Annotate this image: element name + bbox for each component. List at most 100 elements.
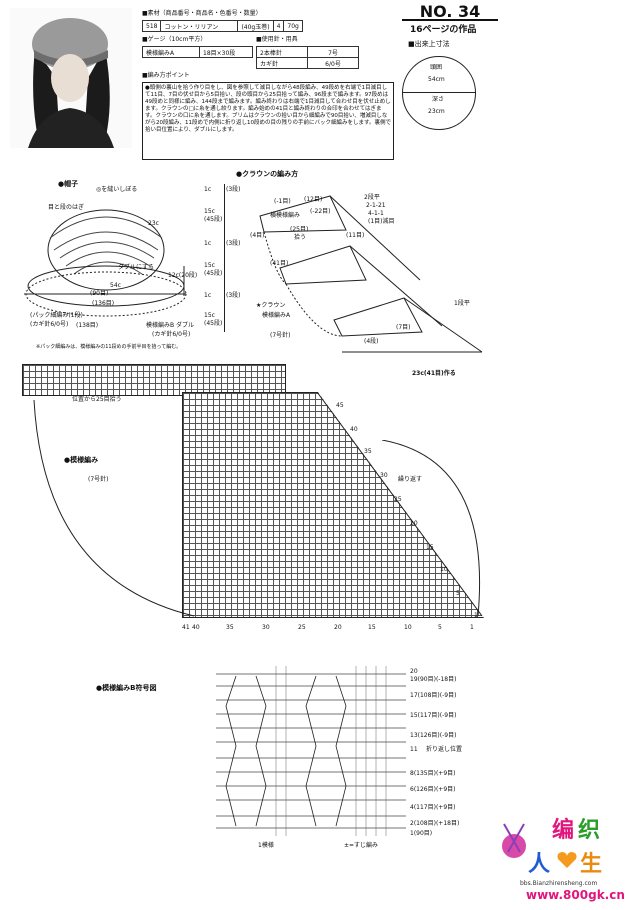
chart-b-legend: ±=すじ編み: [344, 842, 379, 849]
hat-label: 54c: [110, 282, 121, 289]
finished-size-label: ■出来上寸法: [408, 40, 450, 48]
table-cell: コットン・リリアン: [160, 20, 239, 32]
pattern-side-arc: [382, 440, 481, 617]
crown-label: (4段): [364, 338, 379, 345]
number-underline: [402, 19, 498, 21]
hat-label: 模様編みB ダブル: [146, 322, 195, 329]
hat-diagram: [24, 209, 187, 317]
gauge-label: ■ゲージ（10cm平方）: [142, 36, 207, 43]
head-circ-label: 頭囲: [430, 64, 443, 71]
table-cell: 518: [141, 20, 162, 32]
pattern-grid-top: [22, 364, 286, 396]
hat-label: (138目): [76, 322, 99, 329]
tools-label: ■使用針・用具: [256, 36, 298, 43]
points-text: ●頭側の裏山を拾う作り目をし、図を参照して減目しながら48段編み、49段めを右端…: [142, 82, 394, 160]
depth-value: 23cm: [428, 108, 445, 115]
table-cell: 模様編みA: [142, 46, 200, 58]
depth-label: 深さ: [432, 96, 445, 103]
crown-label: 横模様編み: [270, 212, 301, 219]
crown-scale: 1c (3段) 15c (45段) 1c (3段) 15c (45段) 1c (…: [204, 184, 244, 334]
crown-label: 4-1-1: [368, 210, 384, 217]
chart-b-row: 折り返し位置: [426, 746, 463, 753]
site-url[interactable]: www.800gk.cn: [526, 888, 625, 902]
materials-label: ■素材（商品番号・商品名・色番号・数量）: [142, 10, 262, 17]
table-row: 模様編みA 18目×30段: [142, 46, 253, 58]
scale-label: 15c: [204, 208, 215, 215]
table-cell: 7号: [307, 46, 359, 58]
hat-label: ダブルにする: [118, 264, 155, 271]
row-tick: 5: [456, 590, 460, 597]
table-cell: カギ針: [256, 57, 308, 69]
hat-label: ◎を縫いしぼる: [96, 186, 138, 193]
crown-label: (41目): [270, 260, 289, 267]
crown-label: (7号針): [270, 332, 291, 339]
head-circ-value: 54cm: [428, 76, 445, 83]
scale-label: 1c: [204, 292, 212, 299]
crown-label: (7目): [396, 324, 411, 331]
chart-b-row: 1(90目): [410, 830, 433, 837]
chart-b-repeat-label: 1模様: [258, 842, 274, 849]
hat-label: 23c: [148, 220, 159, 227]
logo-char: 人: [528, 852, 551, 877]
crown-label: (4目): [250, 232, 265, 239]
hat-label: 12c(20段): [168, 272, 198, 279]
table-cell: 18目×30段: [199, 46, 253, 58]
page-reference: 16ページの作品: [410, 25, 477, 35]
crown-label: (1目)減目: [368, 218, 395, 225]
row-tick: 45: [336, 402, 344, 409]
crown-label: 2-1-21: [366, 202, 386, 209]
crown-diagram: [259, 195, 483, 353]
pattern-number: NO. 34: [419, 2, 481, 21]
chart-b-diagram: [216, 666, 406, 836]
table-cell: 4: [272, 20, 285, 32]
crown-label: (11目): [346, 232, 365, 239]
table-row: 2本棒針 7号: [256, 46, 359, 58]
crown-diagram-title: ●クラウンの編み方: [236, 170, 299, 178]
row-tick: 20: [410, 520, 418, 527]
materials-table: 518 コットン・リリアン (40g玉巻) 4 70g: [141, 20, 303, 32]
hat-diagram-title: ●帽子: [58, 180, 79, 188]
logo-char: 编: [552, 818, 575, 843]
scale-label: (45段): [204, 270, 223, 277]
scale-label: 1c: [204, 240, 212, 247]
tools-table: 2本棒針 7号 カギ針 6/0号: [256, 46, 359, 69]
chart-b-row: 13(126目)(-9目): [410, 732, 457, 739]
col-tick: 25: [298, 624, 306, 631]
crown-label: 1段平: [454, 300, 470, 307]
pattern-needle: (7号針): [88, 476, 109, 483]
scale-label: 15c: [204, 312, 215, 319]
chart-b-row: 19(90目)(-18目): [410, 676, 457, 683]
pickup-note: 位置から25目拾う: [72, 396, 122, 403]
col-tick: 35: [226, 624, 234, 631]
chart-b-row: 15(117目)(-9目): [410, 712, 457, 719]
crown-label: 2段平: [364, 194, 380, 201]
logo-char: 织: [578, 818, 601, 843]
crown-label: ★クラウン: [256, 302, 286, 309]
hat-label: (カギ針6/0号): [152, 331, 191, 338]
crown-label: (-1目): [274, 198, 291, 205]
crown-label: 拾う: [294, 234, 307, 241]
hat-label: (136目): [92, 300, 115, 307]
chart-b-row: 17(108目)(-9目): [410, 692, 457, 699]
hat-label: (パック細編み(1段): [30, 312, 83, 319]
scale-label: 15c: [204, 262, 215, 269]
col-tick: 1: [470, 624, 474, 631]
col-tick: 30: [262, 624, 270, 631]
row-tick: 25: [394, 496, 402, 503]
scale-label: (3段): [226, 240, 241, 247]
table-row: カギ針 6/0号: [256, 57, 359, 69]
col-tick: 15: [368, 624, 376, 631]
logo-char: 生: [580, 852, 603, 877]
circle-divider: [402, 92, 476, 93]
pattern-title: ●模様編み: [64, 456, 99, 464]
scale-label: (3段): [226, 292, 241, 299]
site-forum[interactable]: bbs.Bianzhirensheng.com: [520, 880, 598, 887]
table-cell: 70g: [283, 20, 303, 32]
scale-label: (45段): [204, 320, 223, 327]
col-tick: 41: [182, 624, 190, 631]
yarn-ball-icon: [502, 823, 526, 858]
crown-label: 模様編みA: [262, 312, 291, 319]
repeat-note: 繰り返す: [398, 476, 423, 483]
chart-b-row: 6(126目)(+9目): [410, 786, 456, 793]
hat-label: (カギ針6/0号): [30, 321, 69, 328]
